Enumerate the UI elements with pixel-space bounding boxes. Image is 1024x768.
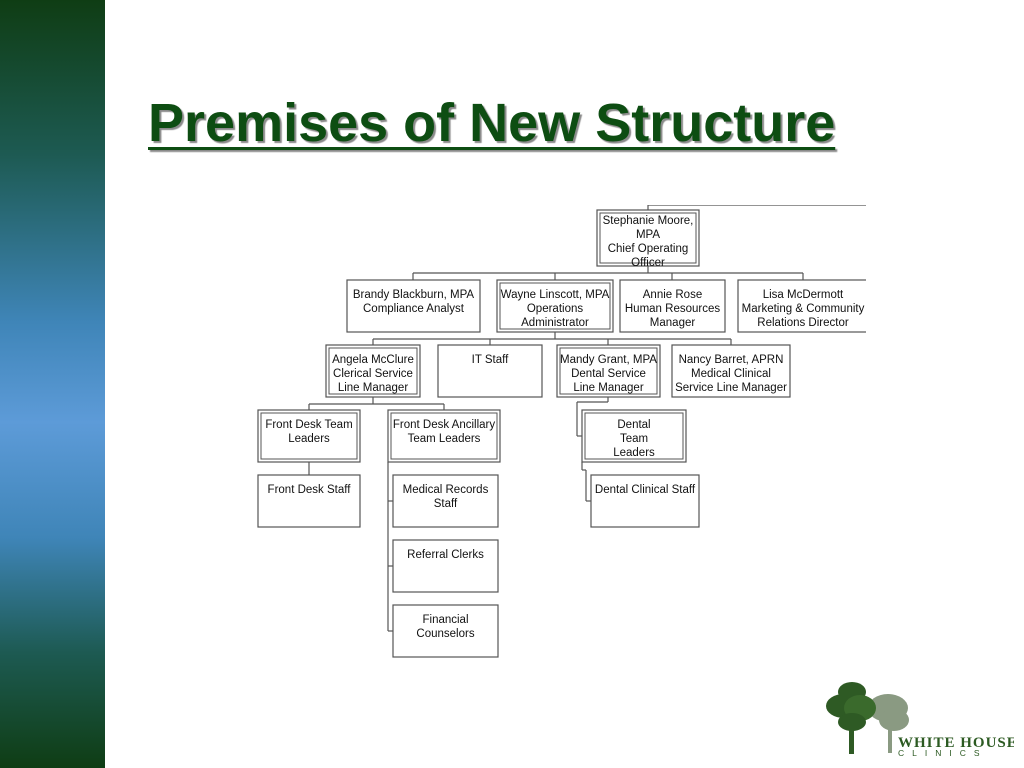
- org-node-label: Manager: [650, 317, 696, 329]
- org-node-box: [346, 279, 481, 333]
- org-node-box: [556, 344, 661, 398]
- org-node-label: Lisa McDermott: [763, 289, 844, 301]
- org-node-label: Relations Director: [757, 317, 849, 329]
- org-node-box: [437, 344, 543, 398]
- org-node-label: Compliance Analyst: [363, 303, 465, 315]
- org-node-label: Administrator: [521, 317, 589, 329]
- org-node-label: Marketing & Community: [742, 303, 865, 315]
- org-node-referral: Referral Clerks: [392, 539, 499, 593]
- org-node-box: [392, 539, 499, 593]
- org-node-label: Officer: [631, 257, 665, 269]
- org-node-label: Angela McClure: [332, 354, 414, 366]
- org-node-label: Nancy Barret, APRN: [679, 354, 784, 366]
- org-node-label: Team Leaders: [408, 433, 481, 445]
- org-node-label: Brandy Blackburn, MPA: [353, 289, 475, 301]
- org-node-inner-border: [599, 212, 697, 264]
- org-node-label: Annie Rose: [643, 289, 702, 301]
- org-node-label: Front Desk Ancillary: [393, 419, 496, 431]
- org-node-label: IT Staff: [472, 354, 509, 366]
- org-node-label: Clerical Service: [333, 368, 413, 380]
- org-node-label: Medical Records: [403, 484, 489, 496]
- org-node-label: Dental Service: [571, 368, 646, 380]
- org-node-label: Stephanie Moore,: [603, 215, 694, 227]
- org-node-box: [496, 279, 614, 333]
- org-node-box: [257, 474, 361, 528]
- org-node-inner-border: [390, 412, 498, 460]
- org-node-inner-border: [559, 347, 658, 395]
- logo-subtitle: CLINICS: [898, 748, 988, 758]
- org-node-label: Dental: [617, 419, 650, 431]
- org-node-label: Human Resources: [625, 303, 720, 315]
- org-node-label: Operations: [527, 303, 584, 315]
- org-node-label: Service Line Manager: [675, 382, 787, 394]
- org-node-operations: Wayne Linscott, MPA OperationsAdministrat…: [496, 279, 614, 333]
- left-gradient-bar: [0, 0, 105, 768]
- org-node-coo: Stephanie Moore, MPA Chief OperatingOffice…: [596, 209, 700, 269]
- org-node-box: [671, 344, 791, 398]
- org-node-medical-mgr: Nancy Barret, APRN Medical ClinicalServic…: [671, 344, 791, 398]
- org-node-label: Team: [620, 433, 648, 445]
- org-node-box: [392, 474, 499, 528]
- org-node-box: [581, 409, 687, 463]
- org-node-label: Line Manager: [338, 382, 408, 394]
- org-node-label: Counselors: [416, 628, 474, 640]
- org-node-label: Dental Clinical Staff: [595, 484, 696, 496]
- org-node-label: Front Desk Staff: [268, 484, 352, 496]
- org-node-label: Financial: [422, 614, 468, 626]
- org-node-box: [387, 409, 501, 463]
- org-node-compliance: Brandy Blackburn, MPA Compliance Analyst: [346, 279, 481, 333]
- org-node-fd-staff: Front Desk Staff: [257, 474, 361, 528]
- org-node-box: [619, 279, 726, 333]
- org-node-label: Medical Clinical: [691, 368, 771, 380]
- org-node-label: Wayne Linscott, MPA: [501, 289, 610, 301]
- org-node-box: [257, 409, 361, 463]
- org-node-label: Staff: [434, 498, 458, 510]
- org-node-box: [325, 344, 421, 398]
- org-node-label: Chief Operating: [608, 243, 689, 255]
- org-node-dental-staff: Dental Clinical Staff: [590, 474, 700, 528]
- slide-title: Premises of New Structure: [148, 93, 836, 153]
- org-node-itstaff: IT Staff: [437, 344, 543, 398]
- org-node-box: [596, 209, 700, 267]
- org-node-box: [737, 279, 866, 333]
- org-node-inner-border: [260, 412, 358, 460]
- org-node-label: Line Manager: [573, 382, 643, 394]
- org-node-inner-border: [328, 347, 418, 395]
- tree-logo-icon: [826, 682, 909, 754]
- white-house-clinics-logo: WHITE HOUSE CLINICS: [824, 678, 1017, 758]
- org-node-label: Leaders: [288, 433, 330, 445]
- org-node-box: [590, 474, 700, 528]
- org-chart-svg: Stephanie Moore, MPA Chief OperatingOffice…: [257, 205, 866, 658]
- org-node-label: Mandy Grant, MPA: [560, 354, 657, 366]
- org-node-box: [392, 604, 499, 658]
- org-node-label: Front Desk Team: [265, 419, 352, 431]
- org-node-inner-border: [499, 282, 611, 330]
- org-node-label: MPA: [636, 229, 660, 241]
- org-node-label: Referral Clerks: [407, 549, 484, 561]
- org-node-label: Leaders: [613, 447, 655, 459]
- logo-name: WHITE HOUSE: [898, 735, 1014, 751]
- org-node-inner-border: [584, 412, 684, 460]
